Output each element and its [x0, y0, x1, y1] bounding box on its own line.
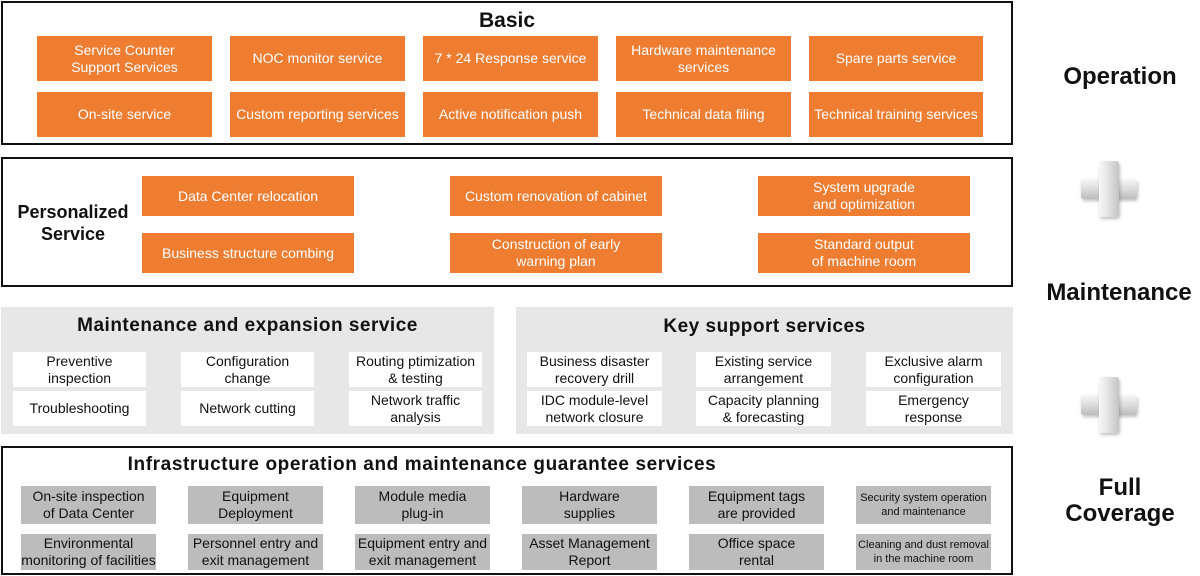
infrastructure-item: Equipment Deployment [188, 486, 323, 524]
infrastructure-item: Cleaning and dust removal in the machine… [856, 534, 991, 570]
infrastructure-item: Hardware supplies [522, 486, 657, 524]
operation-label: Operation [1063, 63, 1177, 90]
maintenance-expansion-item: Network traffic analysis [349, 391, 482, 426]
personalized-item: System upgrade and optimization [758, 176, 970, 216]
infrastructure-item: Environmental monitoring of facilities [21, 534, 156, 570]
basic-title: Basic [478, 9, 536, 32]
maintenance-expansion-title: Maintenance and expansion service [77, 315, 418, 336]
plus-icon [1081, 377, 1137, 433]
key-support-item: Capacity planning & forecasting [696, 391, 831, 426]
maintenance-expansion-item: Preventive inspection [13, 352, 146, 387]
key-support-title: Key support services [663, 316, 866, 337]
personalized-item: Construction of early warning plan [450, 233, 662, 273]
maintenance-expansion-item: Configuration change [181, 352, 314, 387]
plus-icon [1081, 161, 1137, 217]
key-support-item: Exclusive alarm configuration [866, 352, 1001, 387]
basic-item: Service Counter Support Services [37, 36, 212, 81]
infrastructure-item: Asset Management Report [522, 534, 657, 570]
infrastructure-item: Personnel entry and exit management [188, 534, 323, 570]
key-support-item: IDC module-level network closure [527, 391, 662, 426]
key-support-item: Existing service arrangement [696, 352, 831, 387]
infrastructure-item: Equipment entry and exit management [355, 534, 490, 570]
infrastructure-item: Office space rental [689, 534, 824, 570]
key-support-item: Business disaster recovery drill [527, 352, 662, 387]
maintenance-expansion-item: Routing ptimization & testing [349, 352, 482, 387]
key-support-item: Emergency response [866, 391, 1001, 426]
maintenance-expansion-item: Troubleshooting [13, 391, 146, 426]
basic-item: On-site service [37, 92, 212, 137]
basic-item: NOC monitor service [230, 36, 405, 81]
basic-item: Spare parts service [809, 36, 983, 81]
personalized-item: Custom renovation of cabinet [450, 176, 662, 216]
personalized-item: Standard output of machine room [758, 233, 970, 273]
infrastructure-title: Infrastructure operation and maintenance… [127, 454, 717, 475]
personalized-item: Data Center relocation [142, 176, 354, 216]
maintenance-label: Maintenance [1046, 279, 1192, 306]
basic-item: 7 * 24 Response service [423, 36, 598, 81]
basic-item: Hardware maintenance services [616, 36, 791, 81]
basic-item: Custom reporting services [230, 92, 405, 137]
basic-panel: Basic Service Counter Support Services N… [1, 1, 1013, 145]
maintenance-expansion-panel: Maintenance and expansion service Preven… [1, 307, 494, 434]
infrastructure-item: On-site inspection of Data Center [21, 486, 156, 524]
infrastructure-panel: Infrastructure operation and maintenance… [1, 446, 1013, 575]
infrastructure-item: Module media plug-in [355, 486, 490, 524]
personalized-item: Business structure combing [142, 233, 354, 273]
personalized-panel: Personalized Service Data Center relocat… [1, 157, 1013, 287]
basic-item: Active notification push [423, 92, 598, 137]
basic-item: Technical training services [809, 92, 983, 137]
infrastructure-item: Security system operation and maintenanc… [856, 486, 991, 524]
basic-item: Technical data filing [616, 92, 791, 137]
maintenance-expansion-item: Network cutting [181, 391, 314, 426]
infrastructure-item: Equipment tags are provided [689, 486, 824, 524]
personalized-title: Personalized Service [17, 202, 129, 244]
key-support-panel: Key support services Business disaster r… [516, 307, 1013, 434]
full-coverage-label: Full Coverage [1065, 474, 1175, 527]
